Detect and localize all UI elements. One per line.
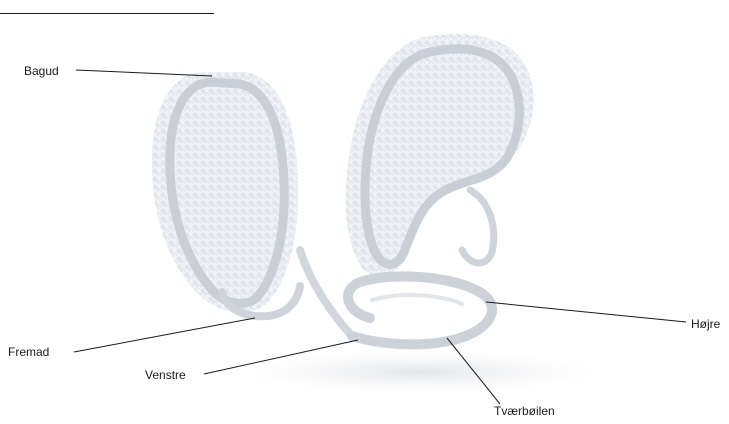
leader-line-fremad: [74, 318, 255, 352]
floor-shadow: [200, 346, 640, 398]
crossbar-loop: [348, 276, 492, 344]
label-fremad: Fremad: [8, 345, 49, 359]
leader-line-hojre: [486, 302, 686, 322]
label-bagud: Bagud: [24, 64, 59, 78]
label-hojre: Højre: [691, 317, 720, 331]
label-venstre: Venstre: [145, 368, 186, 382]
crossbar-inner: [372, 295, 462, 304]
right-tail: [462, 190, 494, 263]
label-tvaerboilen: Tværbøilen: [494, 404, 555, 418]
leader-line-bagud: [76, 70, 212, 76]
